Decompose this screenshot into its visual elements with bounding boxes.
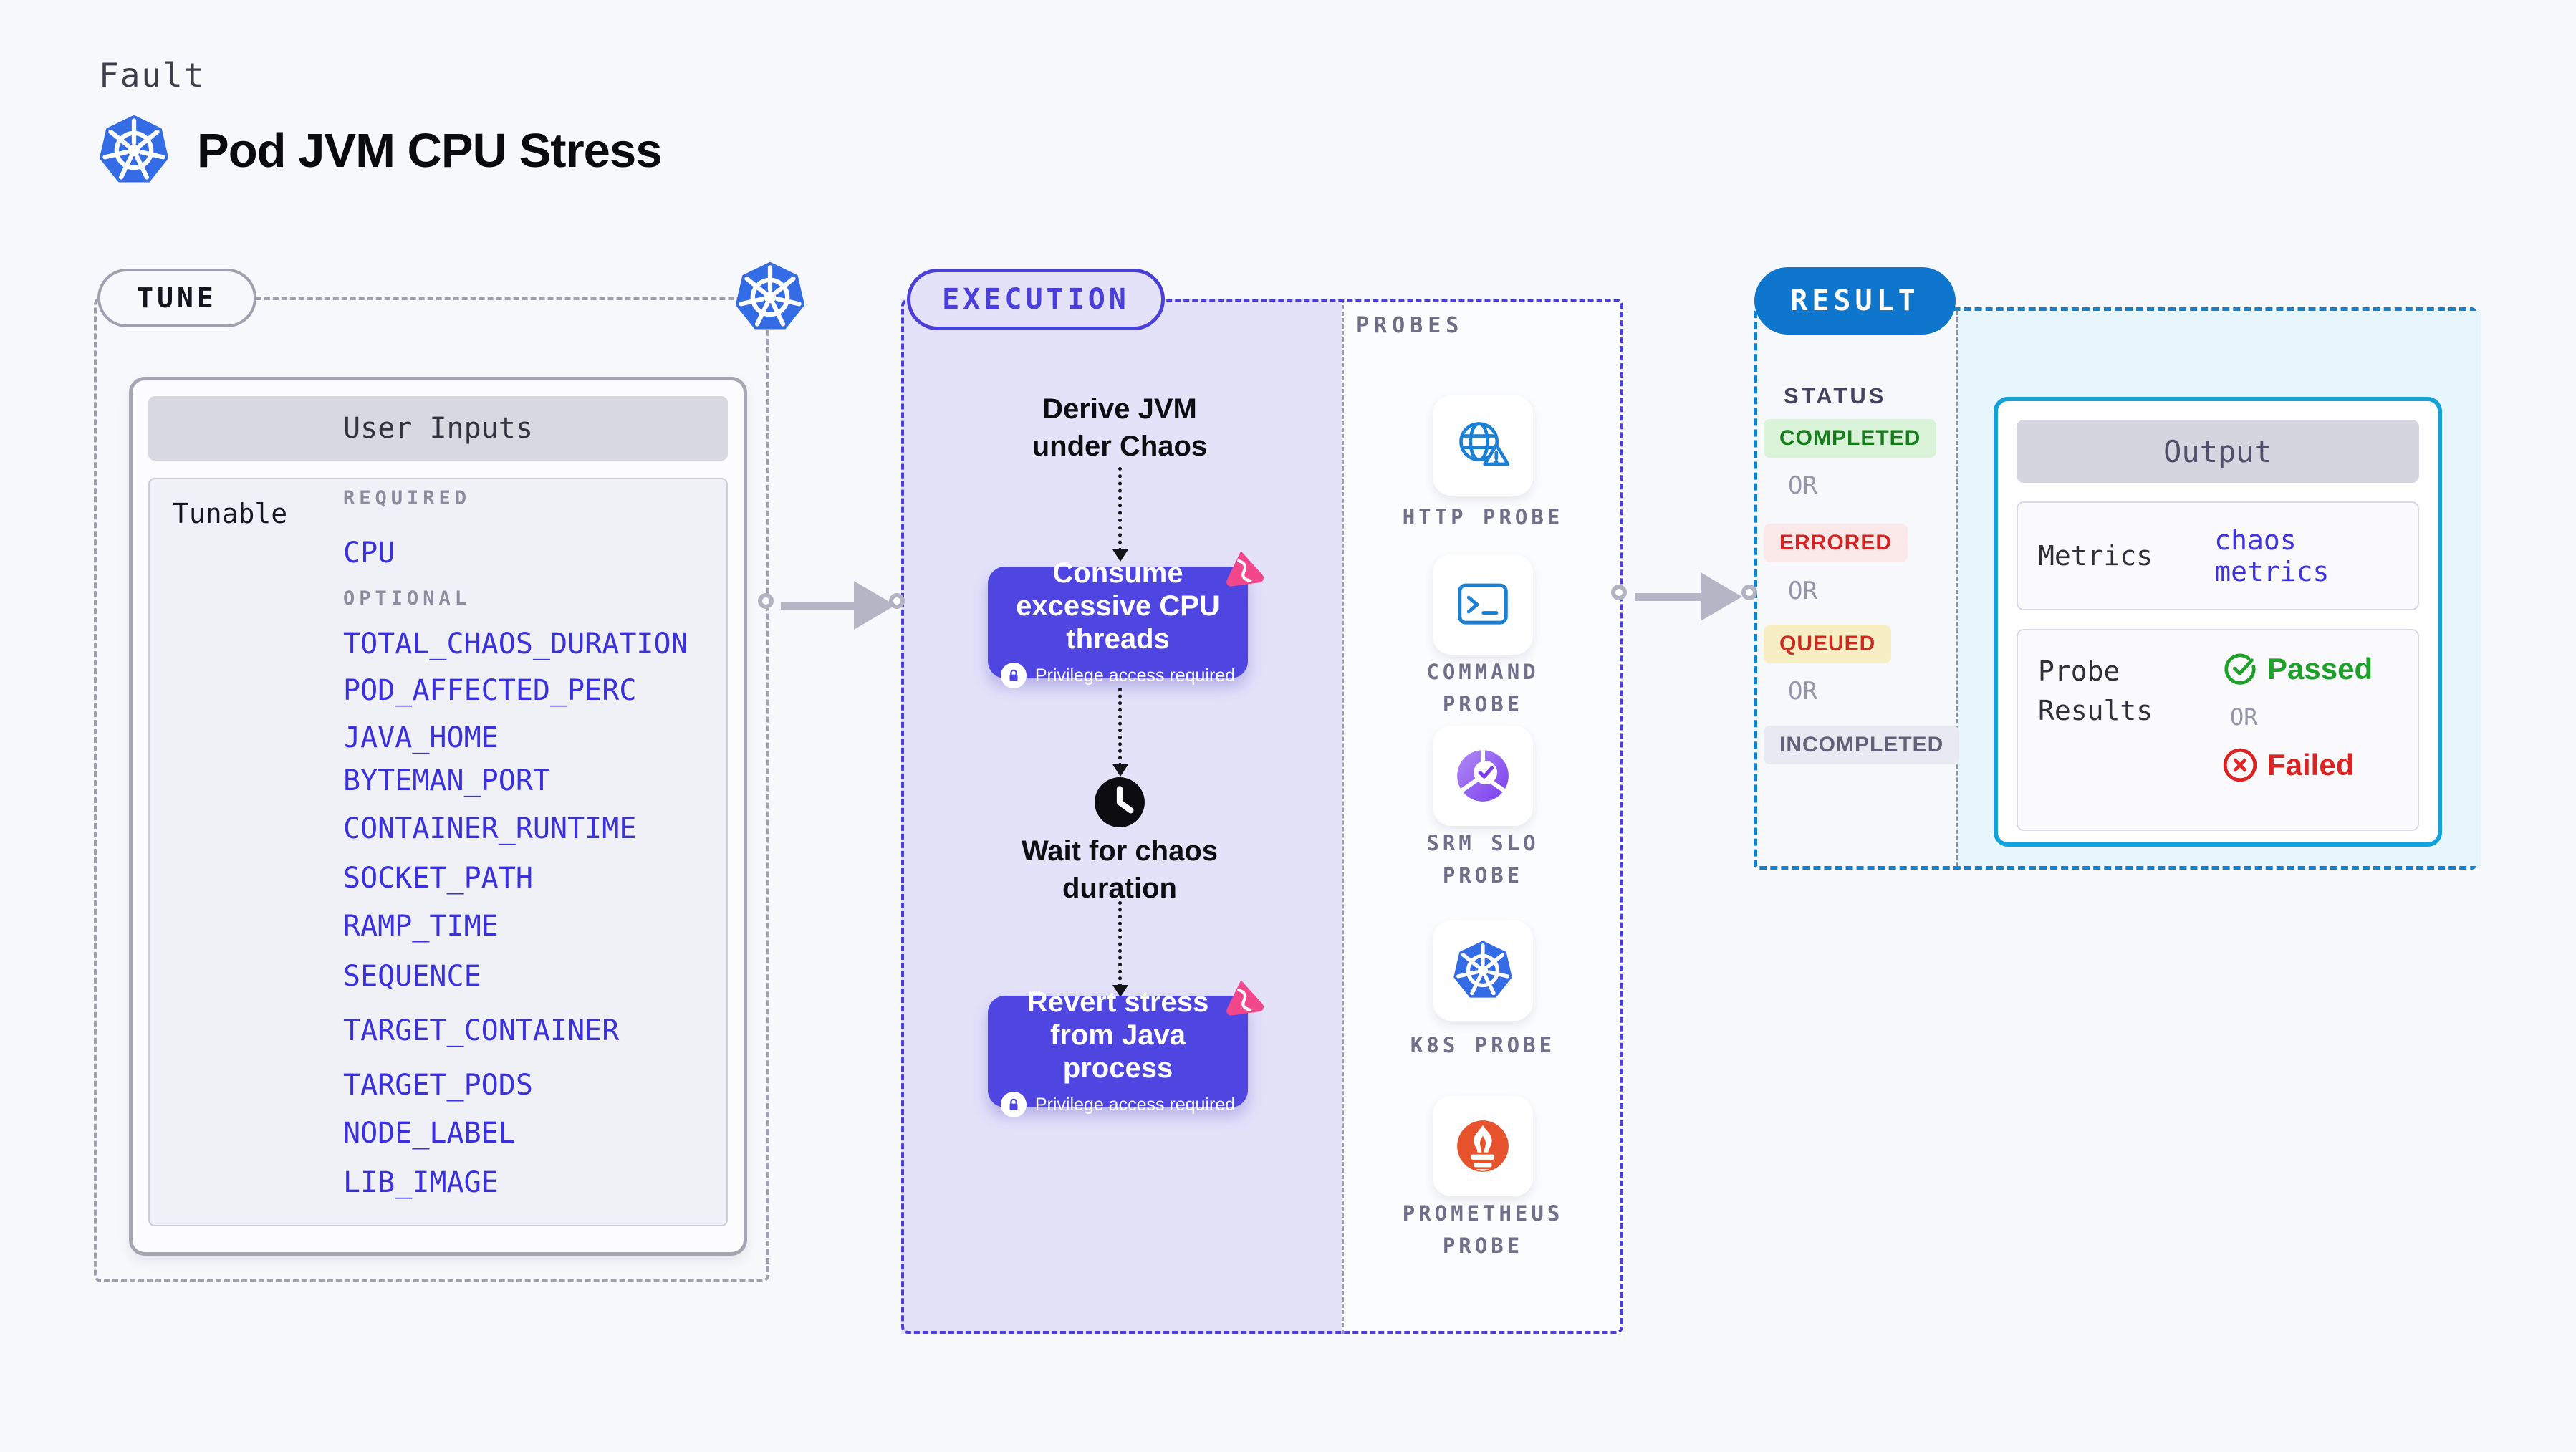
tunable-item: TARGET_PODS [343,1069,533,1102]
failed-verdict: Failed [2223,748,2373,782]
tunable-item: POD_AFFECTED_PERC [343,674,637,707]
required-section-label: REQUIRED [343,487,471,509]
tunable-item: BYTEMAN_PORT [343,764,550,797]
kubernetes-icon [97,113,171,188]
tunable-item: CONTAINER_RUNTIME [343,812,637,845]
or-separator: OR [1788,577,1817,605]
http-probe-label: HTTP PROBE [1402,505,1564,529]
consume-cpu-step: Consume excessive CPU threads Privilege … [988,567,1248,688]
output-header: Output [2017,420,2419,483]
tunable-item: JAVA_HOME [343,721,499,754]
flow-connector [1112,467,1128,562]
tune-panel [94,297,769,1282]
k8s-probe-card [1433,920,1533,1021]
tunable-row-label: Tunable [173,498,288,529]
clock-icon [1093,776,1146,829]
title-row: Pod JVM CPU Stress [97,112,662,189]
tunable-item: RAMP_TIME [343,910,499,943]
page-title: Pod JVM CPU Stress [197,123,662,178]
status-label: STATUS [1784,383,1887,408]
litmus-chaos-icon [1218,544,1269,595]
privilege-note: Privilege access required [1000,663,1235,688]
x-circle-icon [2223,748,2257,782]
tunables-list: Tunable REQUIRED CPU OPTIONAL TOTAL_CHAO… [148,478,728,1226]
check-circle-icon [2223,652,2257,686]
or-separator: OR [1788,677,1817,706]
tunable-item: SOCKET_PATH [343,862,533,895]
result-badge: RESULT [1754,267,1956,335]
status-badge-queued: QUEUED [1764,625,1892,663]
tune-badge: TUNE [97,269,256,327]
tunable-item: TOTAL_CHAOS_DURATION [343,628,688,660]
command-probe-icon [1452,574,1514,635]
kubernetes-icon [733,260,807,335]
revert-stress-step: Revert stress from Java process Privileg… [988,996,1248,1117]
srm-slo-probe-icon [1452,745,1514,807]
user-inputs-card: User Inputs Tunable REQUIRED CPU OPTIONA… [129,377,747,1256]
wait-step: Wait for chaos duration [1021,835,1219,904]
derive-jvm-step: Derive JVM under Chaos [1032,393,1208,462]
or-separator: OR [1788,471,1817,500]
tunable-item: CPU [343,537,395,569]
action-label: Consume excessive CPU threads [1016,557,1220,655]
flow-connector [1112,688,1128,777]
passed-verdict: Passed [2223,652,2373,686]
k8s-probe-icon [1451,939,1514,1002]
probe-results-row: Probe Results Passed OR Failed [2017,629,2419,831]
lock-icon [1000,663,1027,688]
output-card: Output Metrics chaos metrics Probe Resul… [1994,397,2442,847]
fault-kicker: Fault [99,56,206,95]
tunable-item: NODE_LABEL [343,1117,516,1150]
optional-section-label: OPTIONAL [343,587,471,610]
privilege-note: Privilege access required [1000,1092,1235,1117]
probes-title: PROBES [1356,313,1464,338]
execution-panel [901,299,1623,1334]
command-probe-card [1433,554,1533,655]
k8s-probe-label: K8S PROBE [1410,1033,1556,1057]
user-inputs-header: User Inputs [148,396,728,461]
tunable-item: TARGET_CONTAINER [343,1014,620,1047]
metrics-label: Metrics [2038,540,2153,572]
status-badge-completed: COMPLETED [1764,419,1937,458]
tunable-item: SEQUENCE [343,960,481,993]
metrics-row: Metrics chaos metrics [2017,501,2419,610]
flow-connector [1112,901,1128,997]
status-badge-incompleted: INCOMPLETED [1764,726,1960,764]
http-probe-icon [1452,415,1514,476]
execution-badge: EXECUTION [907,269,1165,330]
prometheus-probe-icon [1452,1115,1514,1177]
probe-verdicts: Passed OR Failed [2223,652,2373,830]
prometheus-probe-card [1433,1096,1533,1196]
status-badge-errored: ERRORED [1764,524,1908,562]
litmus-chaos-icon [1218,973,1269,1024]
srm-slo-probe-card [1433,726,1533,826]
metrics-value: chaos metrics [2214,524,2330,587]
or-separator: OR [2230,703,2258,731]
tunable-item: LIB_IMAGE [343,1166,499,1199]
action-label: Revert stress from Java process [1027,986,1209,1084]
lock-icon [1000,1092,1027,1117]
http-probe-card [1433,395,1533,496]
probe-results-label: Probe Results [2038,655,2153,727]
